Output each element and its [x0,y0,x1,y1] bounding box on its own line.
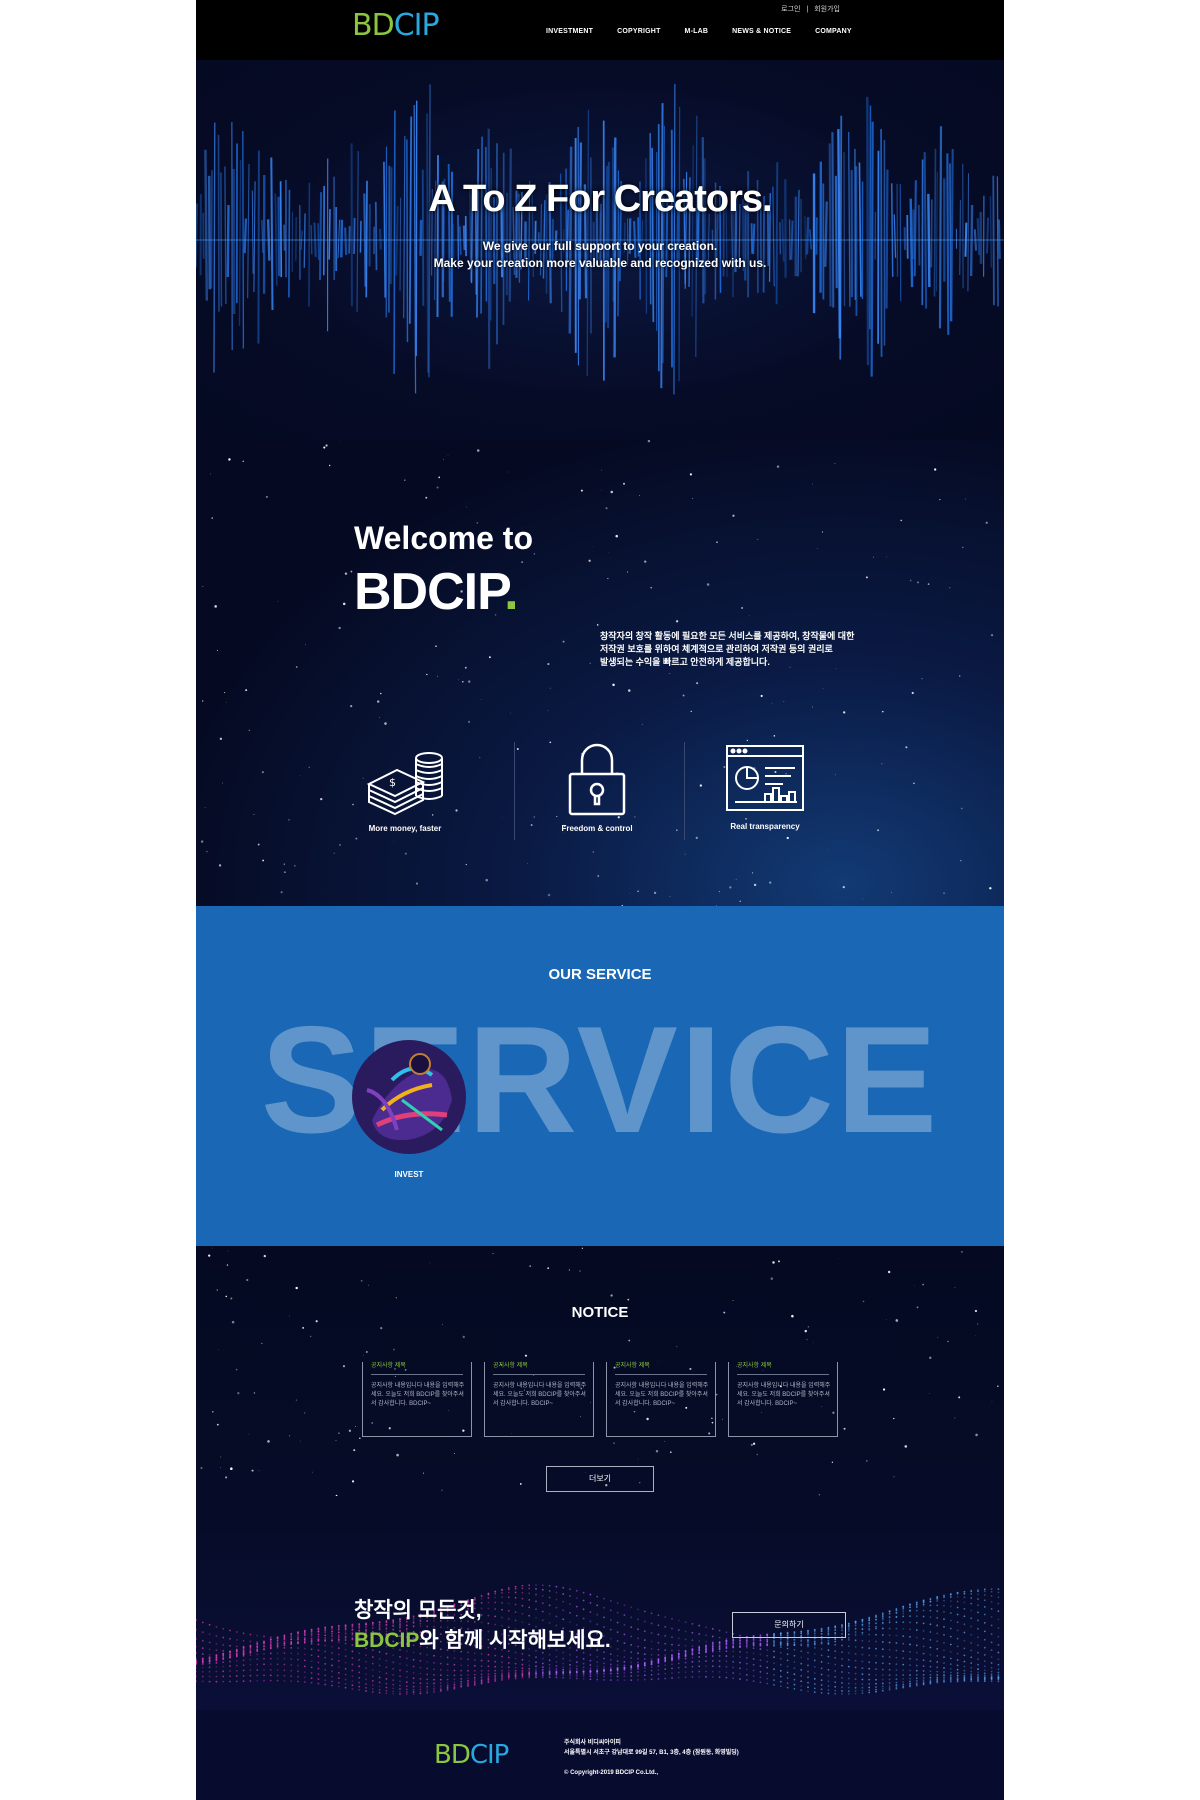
footer-logo-bd: BD [434,1740,471,1770]
site-header: BDCIP 로그인 | 회원가입 INVESTMENT COPYRIGHT M-… [196,0,1004,60]
hero-subtitle-line1: We give our full support to your creatio… [482,239,718,253]
footer-company-name: 주식회사 비디씨아이피 [564,1740,621,1746]
footer-logo-cip: CIP [469,1740,510,1770]
welcome-description: 창작자의 창작 활동에 필요한 모든 서비스를 제공하여, 창작물에 대한 저작… [600,630,860,669]
feature-transparency: Real transparency [690,740,840,831]
notice-card-body: 공지사항 내용입니다 내용을 입력해주세요. 오늘도 저희 BDCIP를 찾아주… [493,1383,587,1407]
feature-transparency-label: Real transparency [730,822,800,831]
hero-subtitle: We give our full support to your creatio… [196,238,1004,272]
particle-wave-graphic [196,1584,1000,1695]
hero-title: A To Z For Creators. [428,178,772,220]
hero-section: A To Z For Creators. We give our full su… [196,40,1004,440]
page: BDCIP 로그인 | 회원가입 INVESTMENT COPYRIGHT M-… [196,0,1004,1800]
cta-line2: BDCIP와 함께 시작해보세요. [354,1624,611,1654]
notice-card[interactable]: 공지사항 제목 공지사항 내용입니다 내용을 입력해주세요. 오늘도 저희 BD… [484,1362,594,1437]
notice-section: NOTICE 공지사항 제목 공지사항 내용입니다 내용을 입력해주세요. 오늘… [196,1246,1004,1710]
notice-card-divider [371,1374,463,1375]
notice-card-title: 공지사항 제목 [737,1363,772,1369]
logo-part-cip: CIP [393,8,440,43]
feature-money-label: More money, faster [368,824,442,833]
cta-line2-rest: 와 함께 시작해보세요. [419,1629,611,1652]
join-link[interactable]: 회원가입 [814,6,840,13]
welcome-brand-text: BDCIP [354,563,505,621]
service-title: OUR SERVICE [548,966,652,983]
notice-card[interactable]: 공지사항 제목 공지사항 내용입니다 내용을 입력해주세요. 오늘도 저희 BD… [728,1362,838,1437]
site-logo[interactable]: BDCIP [352,8,440,43]
nav-m-lab[interactable]: M-LAB [684,28,709,35]
sound-wave-graphic [196,83,1004,395]
notice-card-body: 공지사항 내용입니다 내용을 입력해주세요. 오늘도 저희 BDCIP를 찾아주… [737,1383,831,1407]
notice-card-body: 공지사항 내용입니다 내용을 입력해주세요. 오늘도 저희 BDCIP를 찾아주… [615,1383,709,1407]
login-link[interactable]: 로그인 [781,6,801,13]
starfield-background [200,1247,999,1496]
feature-freedom-label: Freedom & control [561,824,633,833]
notice-card-title: 공지사항 제목 [493,1363,528,1369]
welcome-section: Welcome to BDCIP. 창작자의 창작 활동에 필요한 모든 서비스… [196,440,1004,906]
invest-label[interactable]: INVEST [394,1170,424,1179]
welcome-brand-dot: . [504,563,518,621]
nav-news-notice[interactable]: NEWS & NOTICE [732,28,792,35]
invest-illustration [352,1040,466,1154]
feature-money: $ More money, faster [330,740,480,833]
welcome-desc-line3: 발생되는 수익을 빠르고 안전하게 제공합니다. [600,657,770,667]
notice-card[interactable]: 공지사항 제목 공지사항 내용입니다 내용을 입력해주세요. 오늘도 저희 BD… [606,1362,716,1437]
nav-investment[interactable]: INVESTMENT [546,28,594,35]
notice-card[interactable]: 공지사항 제목 공지사항 내용입니다 내용을 입력해주세요. 오늘도 저희 BD… [362,1362,472,1437]
notice-card-title: 공지사항 제목 [371,1363,406,1369]
cta-line1: 창작의 모든것, [354,1599,482,1622]
footer-copyright: © Copyright-2019 BDCIP Co.Ltd., [564,1770,658,1776]
padlock-icon [568,743,626,816]
welcome-heading: Welcome to [354,520,533,556]
service-background-word: SERVICE [260,995,940,1165]
nav-copyright[interactable]: COPYRIGHT [617,28,661,35]
cta-brand: BDCIP [354,1629,420,1652]
site-footer: BDCIP 주식회사 비디씨아이피 서울특별시 서초구 강남대로 99길 57,… [196,1710,1004,1800]
svg-text:$: $ [389,776,396,789]
inquiry-button[interactable]: 문의하기 [732,1612,846,1638]
footer-logo[interactable]: BDCIP [434,1740,510,1770]
feature-freedom: Freedom & control [522,740,672,833]
welcome-brand: BDCIP. [354,562,519,622]
notice-title: NOTICE [571,1304,629,1321]
notice-card-divider [737,1374,829,1375]
logo-part-bd: BD [352,8,395,43]
service-section: SERVICE OUR SERVICE INVEST [196,906,1004,1246]
notice-card-divider [493,1374,585,1375]
footer-company-info: 주식회사 비디씨아이피 서울특별시 서초구 강남대로 99길 57, B1, 3… [564,1738,739,1758]
notice-card-divider [615,1374,707,1375]
notice-card-body: 공지사항 내용입니다 내용을 입력해주세요. 오늘도 저희 BDCIP를 찾아주… [371,1383,465,1407]
util-separator: | [806,6,809,13]
hero-subtitle-line2: Make your creation more valuable and rec… [433,256,767,270]
footer-address: 서울특별시 서초구 강남대로 99길 57, B1, 3층, 4층 (잠원동, … [564,1750,739,1756]
notice-card-title: 공지사항 제목 [615,1363,650,1369]
dashboard-chart-icon [726,745,804,811]
money-stack-icon: $ [366,752,443,816]
feature-divider [684,742,685,840]
utility-links: 로그인 | 회원가입 [779,4,842,14]
notice-more-button[interactable]: 더보기 [546,1466,654,1492]
starfield-background [200,440,994,906]
invest-image[interactable] [352,1040,466,1154]
main-nav: INVESTMENT COPYRIGHT M-LAB NEWS & NOTICE… [546,28,876,35]
feature-divider [514,742,515,840]
welcome-desc-line1: 창작자의 창작 활동에 필요한 모든 서비스를 제공하여, 창작물에 대한 [600,631,855,641]
nav-company[interactable]: COMPANY [815,28,852,35]
welcome-desc-line2: 저작권 보호를 위하여 체계적으로 관리하여 저작권 등의 권리로 [600,644,833,654]
